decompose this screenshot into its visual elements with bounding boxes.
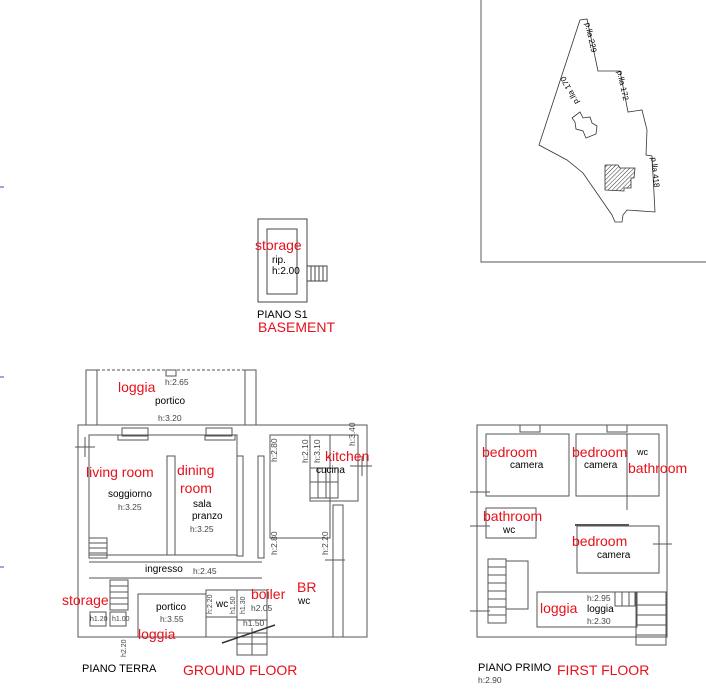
room-label-it: loggia <box>587 604 614 615</box>
room-label-en: bedroom <box>572 444 628 460</box>
room-label-en: loggia <box>118 379 156 395</box>
room-height: h:2.65 <box>165 377 189 387</box>
room-label-en: storage <box>62 592 109 608</box>
room-label-it: portico <box>156 602 187 613</box>
room-label-it: pranzo <box>192 511 223 522</box>
room-height: h2.20 <box>121 639 128 657</box>
room-label-it: camera <box>510 460 544 471</box>
room-label-en: room <box>180 480 212 496</box>
room-label-it: wc <box>298 596 311 607</box>
floor-title-en: BASEMENT <box>258 319 336 335</box>
room-label-it: wc <box>637 447 648 457</box>
room-label-en: living room <box>86 464 154 480</box>
room-label-en: bedroom <box>482 444 538 460</box>
room-height: h1.50 <box>243 618 265 628</box>
room-height: h:3.55 <box>160 614 184 624</box>
margin-ticks <box>0 186 4 568</box>
room-height: h:2.00 <box>272 266 300 277</box>
room-height: h2.05 <box>251 603 273 613</box>
site-plan <box>480 0 706 263</box>
floor-height: h:2.90 <box>478 675 502 685</box>
room-label-it: camera <box>597 550 631 561</box>
first-floor-plan <box>470 424 672 646</box>
room-label-it: portico <box>155 396 186 407</box>
room-height: h:2.30 <box>587 616 611 626</box>
room-label-en: bathroom <box>628 460 688 476</box>
floor-title: PIANO TERRA <box>82 663 157 675</box>
room-height: h:3.40 <box>347 422 357 446</box>
room-height: h:2.20 <box>320 531 330 555</box>
outbuilding <box>571 111 598 139</box>
room-label-it: cucina <box>316 465 345 476</box>
room-height: h1.30 <box>240 596 247 614</box>
room-height: h:2.80 <box>269 438 279 462</box>
room-label-en: loggia <box>138 626 176 642</box>
room-height: h:3.25 <box>190 524 214 534</box>
room-label-en: loggia <box>540 600 578 616</box>
room-height: h1.50 <box>230 596 237 614</box>
floor-title-en: FIRST FLOOR <box>557 662 650 678</box>
room-height: h:3.25 <box>118 502 142 512</box>
room-label-it: soggiorno <box>108 489 152 500</box>
room-height: h:2.45 <box>193 566 217 576</box>
room-height: h:2.95 <box>587 593 611 603</box>
room-height: h:2.80 <box>269 531 279 555</box>
room-height: h:3.10 <box>312 439 322 463</box>
room-label-en: boiler <box>251 586 286 602</box>
room-label-it: ingresso <box>145 564 183 575</box>
floor-title: PIANO PRIMO <box>478 662 552 674</box>
room-height: h1.00 <box>112 616 130 623</box>
room-label-it: rip. <box>272 255 286 266</box>
room-label-en: kitchen <box>325 448 370 464</box>
room-label-it: camera <box>584 460 618 471</box>
room-label-en: bedroom <box>572 533 628 549</box>
room-label-en: storage <box>255 237 302 253</box>
room-label-it: sala <box>193 499 212 510</box>
room-height: h:3.20 <box>158 413 182 423</box>
floor-title-en: GROUND FLOOR <box>183 662 298 678</box>
room-label-en: bathroom <box>483 508 543 524</box>
room-label-en: dining <box>177 462 215 478</box>
basement-plan <box>257 218 328 303</box>
room-label-it: wc <box>216 599 229 610</box>
ground-floor-plan <box>75 369 372 656</box>
parcel-outline <box>538 18 656 223</box>
floor-title: PIANO S1 <box>257 309 308 321</box>
room-label-en: BR <box>297 579 317 595</box>
room-label-it: wc <box>503 525 516 536</box>
room-height: h1.20 <box>90 616 108 623</box>
room-height: h:2.20 <box>207 594 214 614</box>
room-height: h:2.10 <box>300 439 310 463</box>
main-building <box>604 164 636 192</box>
